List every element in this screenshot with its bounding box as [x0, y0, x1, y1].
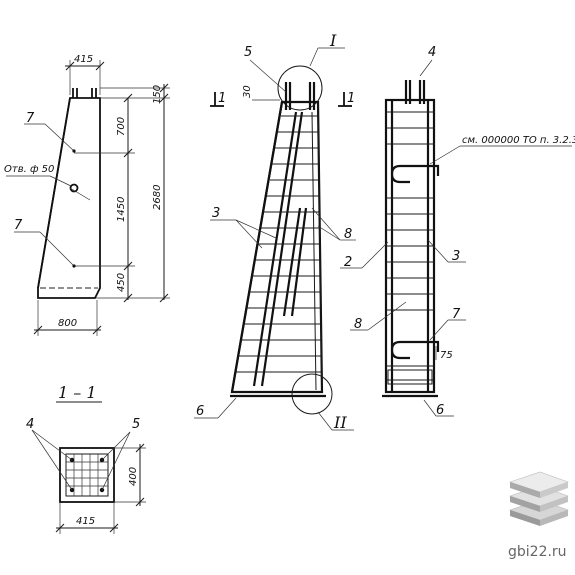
dim-2680: 2680: [152, 185, 163, 210]
callout-5-side: 5: [244, 45, 252, 60]
callout-2-front: 2: [344, 255, 352, 270]
cut-mark-left: 1: [218, 91, 226, 106]
front-reinforcement-view: 4 см. 000000 ТО п. 3.2.3 2 3 8 7 75 6: [340, 45, 575, 418]
dim-top-width: 415: [74, 54, 93, 65]
watermark-text: gbi22.ru: [508, 544, 567, 560]
note-reference: см. 000000 ТО п. 3.2.3: [462, 135, 575, 146]
node-II-circle: [291, 373, 333, 415]
callout-7-top: 7: [26, 111, 35, 126]
callout-8-front: 8: [354, 317, 362, 332]
site-logo: gbi22.ru: [508, 471, 569, 560]
callout-6-side: 6: [196, 404, 204, 419]
stirrups-front: [386, 111, 434, 381]
outline-view: 415 700 1450 450 150 2680 800 7: [4, 54, 170, 336]
section-1-1-view: 1 – 1 4 5 400: [26, 383, 146, 534]
callout-7-front: 7: [452, 307, 461, 322]
section-mesh: [66, 454, 108, 496]
callout-4-section: 4: [26, 417, 34, 432]
node-II-label: II: [333, 413, 347, 432]
callout-3-side: 3: [212, 206, 220, 221]
callout-4-front: 4: [428, 45, 436, 60]
dim-400: 400: [128, 467, 139, 486]
dim-1450: 1450: [116, 197, 127, 222]
callout-7-bottom: 7: [14, 218, 23, 233]
cut-mark-right: 1: [347, 91, 355, 106]
dim-75: 75: [440, 350, 453, 361]
dim-30: 30: [242, 85, 253, 98]
dim-150: 150: [152, 85, 163, 104]
callout-8-side: 8: [344, 227, 352, 242]
dim-700: 700: [116, 117, 127, 136]
stirrups-side: [236, 115, 322, 373]
dim-bottom-width: 800: [58, 318, 77, 329]
dim-section-width: 415: [76, 516, 95, 527]
callout-5-section: 5: [132, 417, 140, 432]
slab-stack-icon: [509, 471, 569, 526]
node-I-label: I: [329, 31, 337, 50]
callout-6-front: 6: [436, 403, 444, 418]
side-reinforcement-view: 1 1 30 5 I 3 8 6 II: [194, 31, 356, 432]
callout-3-front: 3: [452, 249, 460, 264]
node-I-circle: [277, 65, 323, 111]
dim-450: 450: [116, 273, 127, 292]
hole-label: Отв. ф 50: [4, 164, 54, 175]
section-title: 1 – 1: [58, 383, 97, 402]
